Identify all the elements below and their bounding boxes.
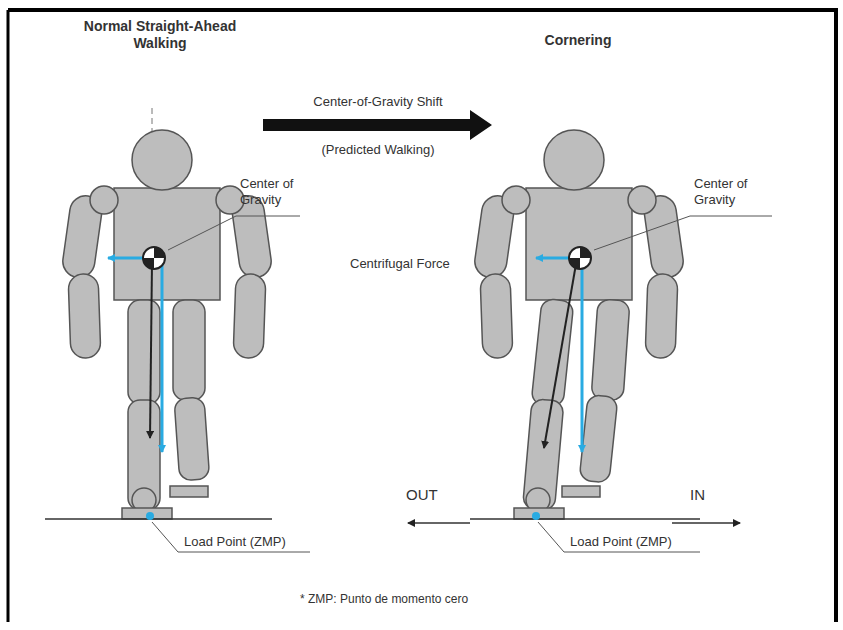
arrow-label: Center-of-Gravity Shift [313, 94, 442, 110]
callout-label: Load Point (ZMP) [184, 534, 286, 550]
footnote: * ZMP: Punto de momento cero [300, 592, 468, 606]
direction-label: IN [690, 486, 705, 504]
callout-label: Center of Gravity [694, 176, 756, 207]
callout-label: Center of Gravity [240, 176, 302, 207]
callout-label: Load Point (ZMP) [570, 534, 672, 550]
arrow-label: (Predicted Walking) [322, 142, 435, 158]
figure-heading: Normal Straight-Ahead Walking [75, 18, 245, 52]
figure-heading: Cornering [545, 32, 612, 49]
force-label: Centrifugal Force [350, 256, 450, 272]
direction-label: OUT [406, 486, 438, 504]
